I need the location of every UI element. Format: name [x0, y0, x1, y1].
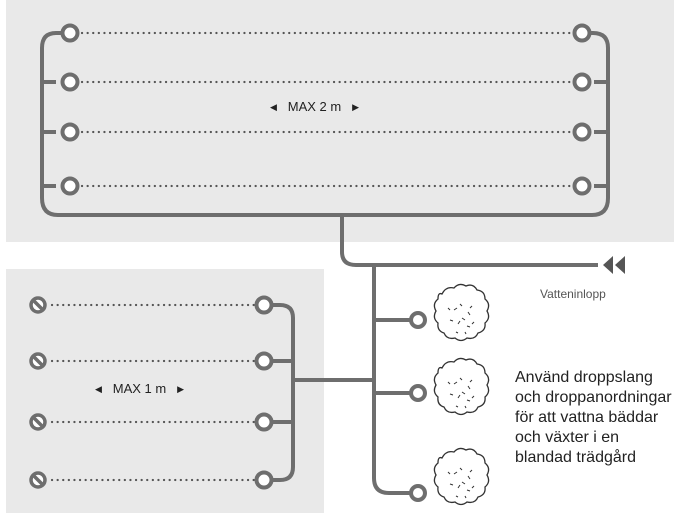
- connector-ring-icon: [60, 122, 80, 142]
- caption-line: för att vattna bäddar: [515, 409, 659, 426]
- connector-ring-icon: [572, 176, 592, 196]
- connector-ring-icon: [409, 384, 427, 402]
- right-arrow-icon: ▶: [177, 384, 184, 394]
- water-inlet-label: Vatteninlopp: [540, 287, 606, 301]
- bottom-driplines: [50, 303, 258, 482]
- max-length-text: MAX 1 m: [112, 381, 167, 396]
- top-zone-max-label: ◀ MAX 2 m ▶: [270, 99, 359, 114]
- end-plug-icon: [29, 296, 47, 314]
- connector-ring-icon: [254, 470, 274, 490]
- connector-ring-icon: [409, 311, 427, 329]
- caption-line: Använd droppslang: [515, 369, 653, 386]
- caption-line: blandad trädgård: [515, 449, 636, 466]
- left-arrow-icon: ◀: [270, 102, 277, 112]
- connector-ring-icon: [572, 72, 592, 92]
- max-length-text: MAX 2 m: [287, 99, 342, 114]
- shrub-icon: [433, 357, 490, 416]
- end-plug-icon: [29, 352, 47, 370]
- top-driplines: [80, 31, 576, 188]
- right-arrow-icon: ▶: [352, 102, 359, 112]
- caption-line: och växter i en: [515, 429, 620, 446]
- connector-ring-icon: [572, 122, 592, 142]
- connector-ring-icon: [254, 351, 274, 371]
- left-arrow-icon: ◀: [95, 384, 102, 394]
- connector-ring-icon: [60, 72, 80, 92]
- shrub-icon: [433, 283, 490, 342]
- bottom-zone-max-label: ◀ MAX 1 m ▶: [95, 381, 184, 396]
- caption-line: och droppanordningar: [515, 389, 672, 406]
- branch-pipes: [266, 265, 412, 495]
- connector-ring-icon: [254, 412, 274, 432]
- connector-ring-icon: [60, 23, 80, 43]
- top-zone-manifold: [40, 31, 610, 267]
- shrub-icon: [433, 447, 490, 506]
- connector-ring-icon: [60, 176, 80, 196]
- connector-ring-icon: [572, 23, 592, 43]
- end-plug-icon: [29, 471, 47, 489]
- caption-text: Använd droppslang och droppanordningar f…: [515, 368, 672, 468]
- double-left-arrow-icon: [603, 256, 625, 274]
- end-plug-icon: [29, 413, 47, 431]
- connector-ring-icon: [254, 295, 274, 315]
- connector-ring-icon: [409, 484, 427, 502]
- top-zone-panel: [6, 0, 674, 242]
